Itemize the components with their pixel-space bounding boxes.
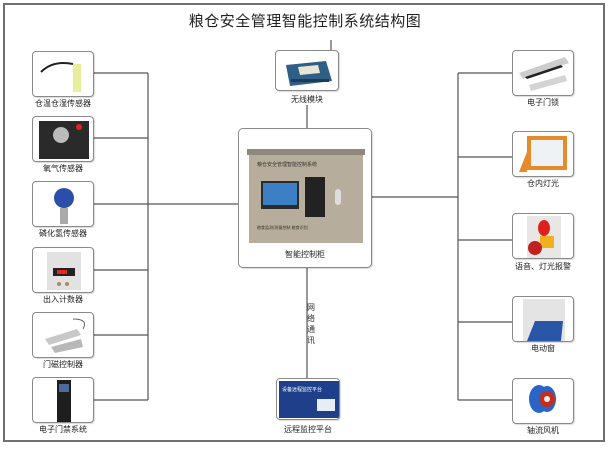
diagram-title: 粮仓安全管理智能控制系统结构图 xyxy=(188,12,422,30)
right-device-label-5: 轴流风机 xyxy=(527,426,559,435)
door-magnet-icon xyxy=(45,318,86,353)
magnetic-lock-icon xyxy=(519,57,569,91)
wireless-module-icon xyxy=(286,61,332,86)
wireless-module-card[interactable] xyxy=(275,50,339,91)
left-device-label-5: 门磁控制器 xyxy=(43,360,83,369)
remote-monitoring-platform-label: 远程监控平台 xyxy=(284,425,332,434)
right-device-card-5[interactable] xyxy=(512,378,574,424)
axial-fan-icon xyxy=(529,385,556,413)
right-device-label-2: 仓内灯光 xyxy=(527,179,559,188)
left-device-card-2[interactable] xyxy=(32,116,94,162)
electric-window-icon xyxy=(523,299,565,341)
right-device-card-4[interactable] xyxy=(512,296,574,342)
flood-light-icon xyxy=(519,136,567,172)
temperature-humidity-probe-icon xyxy=(40,62,81,92)
wireless-module-label: 无线模块 xyxy=(291,95,323,104)
smart-control-cabinet-card[interactable]: 粮仓安全管理智能控制系统 粮食监测/测量控制 粮食识别 xyxy=(238,128,372,268)
gas-sensor-icon xyxy=(39,121,89,159)
right-device-label-1: 电子门锁 xyxy=(527,98,559,107)
left-device-label-6: 电子门禁系统 xyxy=(39,425,87,434)
left-device-card-5[interactable] xyxy=(32,312,94,358)
left-device-card-6[interactable] xyxy=(32,377,94,423)
left-device-card-3[interactable] xyxy=(32,181,94,227)
left-device-card-4[interactable] xyxy=(32,247,94,293)
cabinet-panel-bottom-text: 粮食监测/测量控制 粮食识别 xyxy=(257,225,308,230)
platform-screen-text: 设备远程监控平台 xyxy=(282,387,323,393)
access-control-icon xyxy=(57,380,71,422)
remote-monitoring-platform-card[interactable]: 设备远程监控平台 xyxy=(276,378,340,420)
smart-control-cabinet-label: 智能控制柜 xyxy=(285,250,325,259)
right-device-card-2[interactable] xyxy=(512,131,574,177)
right-device-card-3[interactable] xyxy=(512,213,574,259)
cabinet-panel-title: 粮仓安全管理智能控制系统 xyxy=(257,162,318,168)
counter-icon xyxy=(47,252,81,290)
left-device-label-2: 氧气传感器 xyxy=(43,164,83,173)
right-device-card-1[interactable] xyxy=(512,50,574,96)
siren-alarm-icon xyxy=(527,216,561,258)
left-device-label-1: 仓温仓湿传感器 xyxy=(35,99,91,108)
control-cabinet-icon xyxy=(247,149,365,243)
network-communication-label: 网 络 通 讯 xyxy=(307,303,315,345)
right-device-label-4: 电动窗 xyxy=(531,344,555,353)
left-device-label-4: 出入计数器 xyxy=(43,295,83,304)
monitor-platform-icon xyxy=(279,381,339,418)
left-device-card-1[interactable] xyxy=(32,51,94,97)
phosphine-sensor-icon xyxy=(54,188,74,224)
right-device-label-3: 语音、灯光报警 xyxy=(515,262,571,271)
left-device-label-3: 磷化氢传感器 xyxy=(39,229,87,238)
diagram-frame xyxy=(3,3,605,442)
